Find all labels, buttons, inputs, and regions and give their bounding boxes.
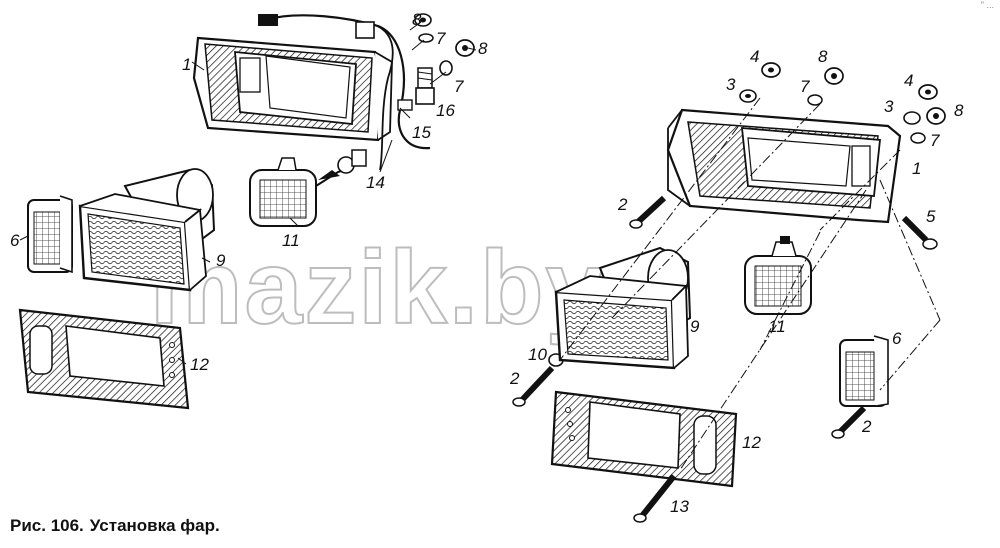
headlamp-9-left [78,168,216,292]
side-lamp-11-left [249,149,367,227]
callout-1-right: 1 [912,159,921,178]
screw-2-right-mid [512,365,555,407]
callout-7-left-b: 7 [454,77,464,96]
callout-6-left: 6 [10,231,20,250]
callout-3-right-b: 3 [884,97,894,116]
callout-13: 13 [670,497,689,516]
callout-2-right-mid: 2 [509,369,520,388]
screw-2-right-top [629,195,667,229]
leader-lines [19,21,477,365]
callout-12-right: 12 [742,433,761,452]
headlamp-housing-right [666,108,902,224]
callout-8-left-b: 8 [478,39,488,58]
screw-13 [633,474,677,523]
headlamp-housing-left [192,36,393,142]
callout-11-right: 11 [768,317,786,336]
callout-8-right-b: 8 [954,101,964,120]
nut-4-right-b [918,84,938,100]
caption-number: Рис. 106. [10,516,84,535]
washer-3-right-b [903,111,921,125]
callout-7-right-b: 7 [930,131,940,150]
callout-7-left-a: 7 [436,29,446,48]
callout-labels: 1 8 7 8 7 16 15 14 11 6 9 12 4 3 8 7 4 3… [10,10,964,516]
callout-5: 5 [926,207,936,226]
washer-7-left-a [418,33,434,43]
callout-9-right: 9 [690,317,700,336]
washer-3-right-a [739,89,757,103]
assembly-centerlines [559,97,941,471]
callout-11-left: 11 [282,231,300,250]
callout-4-right-a: 4 [750,47,759,66]
callout-10: 10 [528,345,547,364]
callout-2-right-top: 2 [617,195,628,214]
callout-8-left-a: 8 [412,10,422,29]
caption-title: Установка фар. [89,516,220,535]
trim-frame-12-left [18,308,190,410]
nut-8-left-b [455,39,475,57]
corner-mark: " ... [980,0,994,10]
callout-9-left: 9 [216,251,226,270]
callout-8-right-a: 8 [818,47,828,66]
callout-2-right-low: 2 [861,417,872,436]
callout-4-right-b: 4 [904,71,913,90]
callout-1-left: 1 [182,55,191,74]
side-lamp-11-right [744,236,812,315]
trim-frame-12-right [550,390,738,488]
callout-14: 14 [366,173,385,192]
nut-4-right-a [761,62,781,78]
washer-7-right-b [910,132,926,144]
washer-7-right-a [807,94,823,106]
callout-16: 16 [436,101,455,120]
wiring-harness [258,14,431,171]
figure-caption: Рис. 106. Установка фар. [10,516,226,536]
headlamp-9-right [554,246,692,370]
washer-7-left-b [439,60,453,76]
callout-7-right-a: 7 [800,77,810,96]
screw-2-right-low [831,405,867,439]
nut-8-right-b [926,107,946,125]
connector-6-left [27,195,73,274]
callout-15: 15 [412,123,431,142]
screw-5 [901,215,938,250]
callout-12-left: 12 [190,355,209,374]
watermark: mazik.by [150,230,605,346]
connector-6-right [839,335,889,407]
bolt-16 [415,67,435,105]
nut-8-right-a [824,67,844,85]
callout-6-right: 6 [892,329,902,348]
callout-3-right-a: 3 [726,75,736,94]
